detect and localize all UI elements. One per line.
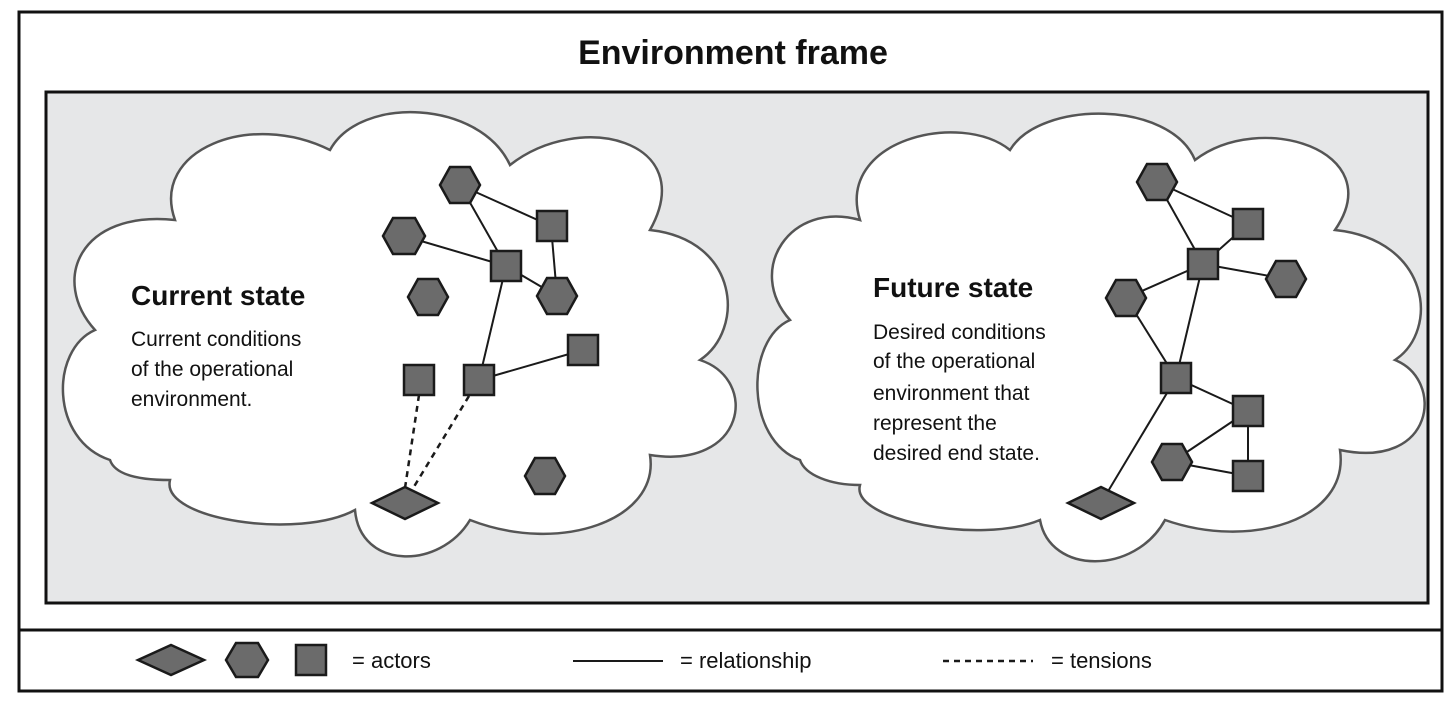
future-desc-line-4: represent the <box>873 412 997 435</box>
relationship-line <box>1175 263 1204 379</box>
current-actors <box>369 165 600 521</box>
current-desc-line-3: environment. <box>131 388 252 411</box>
diamond-actor-icon <box>369 485 441 521</box>
hexagon-actor-icon <box>523 456 567 496</box>
future-actors <box>1065 162 1308 521</box>
square-actor-icon <box>566 333 600 367</box>
legend-relationship-label: = relationship <box>680 648 811 673</box>
legend-actors-label: = actors <box>352 648 431 673</box>
square-actor-icon <box>1231 394 1265 428</box>
legend: = actors = relationship = tensions <box>134 641 1152 679</box>
relationship-line <box>478 349 584 381</box>
current-state-heading: Current state <box>131 280 305 311</box>
current-desc-line-2: of the operational <box>131 358 293 381</box>
hexagon-actor-icon <box>1264 259 1308 299</box>
hexagon-actor-icon <box>438 165 482 205</box>
legend-diamond-icon <box>134 643 208 677</box>
hexagon-actor-icon <box>1135 162 1179 202</box>
tension-line <box>410 395 471 491</box>
current-tensions <box>403 394 471 491</box>
tension-line <box>403 394 421 489</box>
legend-hexagon-icon <box>224 641 270 679</box>
future-desc-line-5: desired end state. <box>873 442 1040 465</box>
square-actor-icon <box>462 363 496 397</box>
relationship-line <box>1100 377 1177 504</box>
hexagon-actor-icon <box>381 216 427 256</box>
diagram-title: Environment frame <box>578 34 888 72</box>
hexagon-actor-icon <box>1104 278 1148 318</box>
hexagon-actor-icon <box>535 276 579 316</box>
square-actor-icon <box>402 363 436 397</box>
square-actor-icon <box>1231 459 1265 493</box>
relationship-line <box>478 265 507 381</box>
square-actor-icon <box>1186 247 1220 281</box>
hexagon-actor-icon <box>406 277 450 317</box>
legend-square-icon <box>294 643 328 677</box>
legend-tensions-label: = tensions <box>1051 648 1152 673</box>
square-actor-icon <box>1159 361 1193 395</box>
square-actor-icon <box>489 249 523 283</box>
square-actor-icon <box>1231 207 1265 241</box>
future-desc-line-3: environment that <box>873 382 1030 405</box>
future-state-heading: Future state <box>873 272 1033 303</box>
hexagon-actor-icon <box>1150 442 1194 482</box>
future-desc-line-2: of the operational <box>873 350 1035 373</box>
square-actor-icon <box>535 209 569 243</box>
diamond-actor-icon <box>1065 485 1137 521</box>
future-desc-line-1: Desired conditions <box>873 321 1046 344</box>
current-desc-line-1: Current conditions <box>131 328 301 351</box>
